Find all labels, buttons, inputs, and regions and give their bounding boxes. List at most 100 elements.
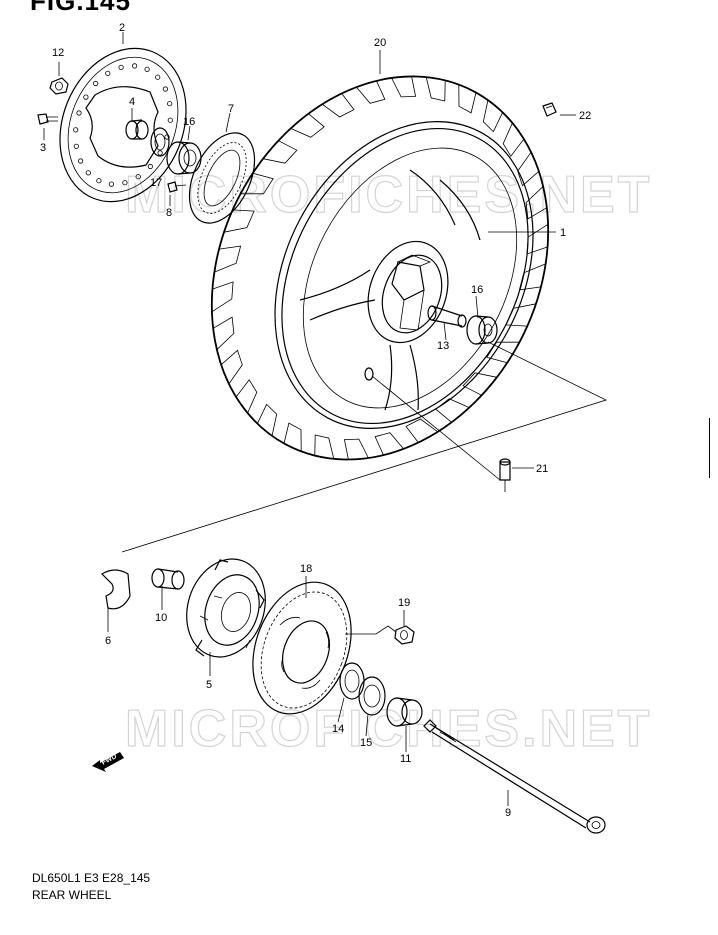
valve-hole <box>364 367 374 381</box>
disc-hole <box>96 178 102 184</box>
callout-20: 20 <box>374 37 386 49</box>
disc-bolt <box>37 113 58 125</box>
callout-labels: 2 12 3 4 7 16 17 8 20 1 16 13 22 21 6 10… <box>40 22 591 819</box>
tread-block <box>240 172 274 195</box>
disc-nut <box>49 77 69 95</box>
tread-block <box>220 349 243 385</box>
disc-hole <box>73 127 79 133</box>
disc-hole <box>76 110 82 116</box>
tread-block <box>314 434 335 459</box>
disc-hole <box>93 80 99 87</box>
tread-block <box>518 263 546 291</box>
tire <box>210 75 550 461</box>
tread-block <box>374 432 404 456</box>
callout-19: 19 <box>398 597 410 609</box>
tread-block <box>425 77 446 102</box>
disc-hole <box>162 86 168 92</box>
tread-block <box>391 76 417 98</box>
watermark-top: MICROFICHES.NET <box>125 166 652 224</box>
tread-block <box>343 438 369 460</box>
axle-collar <box>427 305 467 328</box>
oil-seal <box>150 127 170 157</box>
sensor-screw <box>167 181 187 193</box>
disc-hole <box>155 74 161 80</box>
callout-15: 15 <box>360 737 372 749</box>
disc-hole <box>118 64 124 70</box>
tread-block <box>356 80 386 104</box>
disc-hole <box>167 117 173 123</box>
callout-14: 14 <box>332 723 344 735</box>
callout-16-left: 16 <box>183 116 195 128</box>
brake-disc <box>59 47 187 203</box>
disc-hole <box>157 150 163 156</box>
diagram-caption: REAR WHEEL <box>32 888 112 902</box>
axle-spacer <box>386 697 423 727</box>
tread-block <box>526 223 549 255</box>
sprocket-drum <box>186 558 266 658</box>
callout-11: 11 <box>400 753 411 765</box>
wheel-hub <box>367 240 449 344</box>
tread-block <box>502 122 525 157</box>
callout-7: 7 <box>228 103 234 115</box>
tread-block <box>290 113 325 138</box>
tread-block <box>405 418 438 443</box>
tread-block <box>235 379 258 414</box>
callout-8: 8 <box>166 207 172 219</box>
drum-oil-seal <box>358 676 386 716</box>
tire-valve <box>499 458 511 492</box>
sprocket-sleeve <box>151 568 185 590</box>
wheel-rim <box>281 127 529 425</box>
tread-block <box>458 84 477 114</box>
fwd-arrow-icon: FWD <box>92 752 124 772</box>
balance-weight <box>542 102 557 117</box>
disc-hole <box>83 94 89 100</box>
figure-title: FIG.145 <box>30 0 131 16</box>
disc-hole <box>122 180 128 186</box>
callout-6: 6 <box>105 635 111 647</box>
page-edge-mark <box>709 418 710 478</box>
callout-9: 9 <box>505 807 511 819</box>
tread-block <box>482 100 503 133</box>
tread-block <box>263 140 298 164</box>
callout-3: 3 <box>40 142 46 154</box>
disc-hole <box>85 170 91 176</box>
drum-bearing <box>339 662 365 700</box>
tread-block <box>223 209 255 233</box>
tread-block <box>214 245 242 273</box>
model-code: DL650L1 E3 E28_145 <box>32 871 151 885</box>
tread-block <box>211 281 234 313</box>
callout-4: 4 <box>129 96 135 108</box>
tread-block <box>435 398 470 423</box>
disc-hole <box>164 134 170 140</box>
disc-hole <box>167 101 173 107</box>
callout-1: 1 <box>560 227 566 239</box>
disc-hole <box>78 158 84 164</box>
sprocket-nut <box>394 625 415 645</box>
disc-spacer <box>125 119 149 140</box>
callout-17: 17 <box>150 177 162 189</box>
tread-block <box>257 403 278 436</box>
callout-22: 22 <box>579 110 591 122</box>
watermark-bottom: MICROFICHES.NET <box>125 700 652 758</box>
tread-block <box>322 93 355 118</box>
callout-5: 5 <box>206 679 212 691</box>
wheel-damper <box>101 569 131 610</box>
callout-10: 10 <box>155 612 167 624</box>
tread-block <box>212 316 235 350</box>
disc-hole <box>144 66 150 72</box>
disc-hole <box>147 163 153 170</box>
tread-block <box>517 151 540 187</box>
tread-block <box>525 186 548 220</box>
rear-axle <box>423 719 606 834</box>
tread-block <box>283 422 302 452</box>
rear-sprocket <box>252 581 352 715</box>
bearing-right <box>466 315 498 345</box>
disc-hole <box>73 143 79 149</box>
callout-18: 18 <box>300 563 312 575</box>
tread-block <box>462 372 497 396</box>
disc-hole <box>105 70 111 76</box>
callout-2: 2 <box>119 22 125 34</box>
callout-12: 12 <box>52 47 64 59</box>
